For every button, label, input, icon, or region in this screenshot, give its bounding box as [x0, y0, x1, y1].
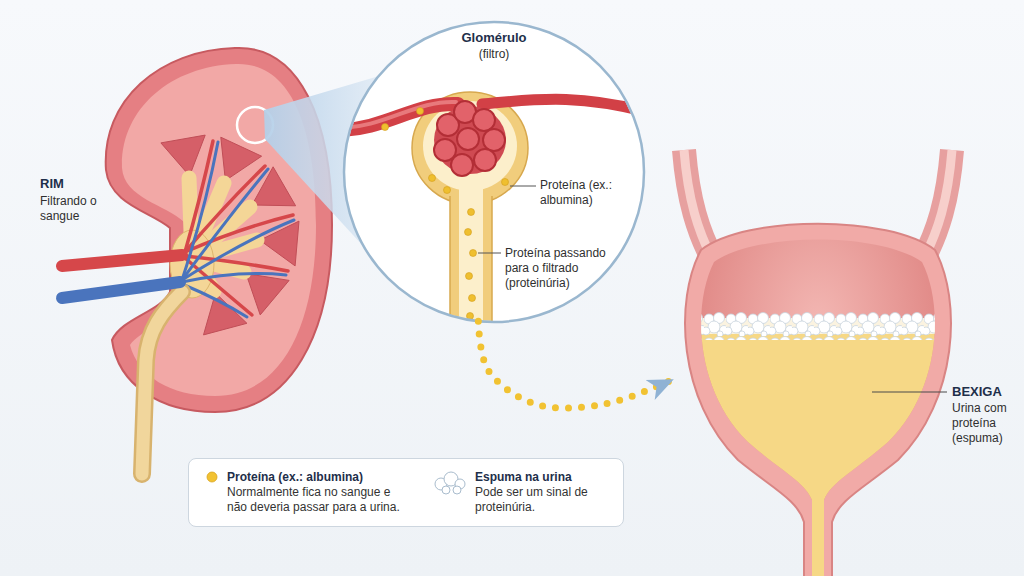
bladder-node: BEXIGAUrina com proteína (espuma): [672, 150, 1020, 576]
protein-dot: [468, 209, 475, 216]
renal-artery: [62, 255, 182, 266]
glomerulus-illustration: [338, 22, 655, 330]
capillary-loop: [483, 129, 505, 151]
legend-heading: Espuma na urina: [475, 469, 607, 485]
callout-label: Proteína passando para o filtrado (prote…: [505, 246, 615, 291]
capillary-loop: [434, 139, 456, 161]
legend-heading: Proteína (ex.: albumina): [227, 469, 407, 485]
legend-entry: Espuma na urinaPode ser um sinal de prot…: [433, 469, 607, 515]
magnifier-outline: [344, 22, 644, 322]
vein-branches: [182, 142, 294, 317]
urine: [680, 328, 960, 576]
protein-dot: [207, 472, 217, 482]
leader-line: [478, 253, 501, 254]
capsular-space: [423, 101, 517, 191]
connectors: [478, 321, 672, 408]
organ-name: RIM: [40, 176, 64, 192]
capillary-loop: [457, 128, 479, 150]
vein-branch: [182, 284, 247, 317]
structure-caption: (filtro): [479, 47, 510, 62]
bladder-contents: [680, 312, 960, 576]
protein-dot: [465, 229, 472, 236]
vein-branch: [182, 169, 268, 280]
dotted-arrow: [478, 321, 672, 408]
bladder-illustration: [680, 150, 960, 576]
renal-vein: [62, 282, 180, 298]
organ-name: BEXIGA: [952, 384, 1002, 400]
callout-label: Proteína (ex.: albumina): [540, 178, 636, 208]
legend-entry: Proteína (ex.: albumina)Normalmente fica…: [205, 469, 407, 515]
foam: [680, 312, 960, 340]
vein-branch: [182, 142, 218, 280]
protein-dot: [502, 179, 509, 186]
legend-description: Normalmente fica no sangue e não deveria…: [227, 485, 407, 515]
protein-dot: [470, 250, 477, 257]
kidney-node: RIM Filtrando o sangue: [30, 40, 342, 480]
bubble: [453, 486, 461, 494]
leader-line: [510, 186, 536, 187]
vein-branch: [182, 220, 294, 280]
legend-description: Pode ser um sinal de proteinúria.: [475, 485, 607, 515]
leader-line: [872, 391, 947, 392]
bubble: [442, 486, 450, 494]
ureter: [142, 292, 182, 474]
protein-dot: [466, 273, 473, 280]
tubule-wall: [449, 196, 451, 330]
capillary-loop: [474, 149, 496, 171]
structure-name: Glomérulo: [461, 30, 526, 46]
organ-caption: Filtrando o sangue: [40, 194, 104, 224]
vein-branch: [182, 274, 286, 282]
magnifier-ground: [344, 22, 644, 322]
protein-dot: [429, 175, 436, 182]
tubule-wall: [491, 196, 493, 330]
renal-pyramid: [161, 135, 205, 176]
protein-dot: [444, 187, 451, 194]
artery-branch: [185, 258, 252, 315]
protein-dot-symbol: [205, 469, 219, 485]
legend-text: Espuma na urinaPode ser um sinal de prot…: [475, 469, 607, 515]
capillary-loop: [473, 109, 495, 131]
protein-dot: [417, 108, 424, 115]
foam-symbol: [433, 469, 467, 495]
ureter-wall: [142, 292, 182, 474]
protein-dot: [469, 295, 476, 302]
tubule-lumen: [459, 180, 483, 330]
magnifier-circle: Glomérulo(filtro) Proteína (ex.: albumina…: [344, 22, 644, 322]
glomerulus-detail: [338, 92, 655, 330]
legend: Proteína (ex.: albumina)Normalmente fica…: [188, 458, 624, 527]
protein-dot: [382, 124, 389, 131]
protein-dots: [382, 108, 509, 320]
legend-text: Proteína (ex.: albumina)Normalmente fica…: [227, 469, 407, 515]
renal-pyramid: [246, 274, 289, 315]
capillary-loops: [434, 101, 505, 176]
organ-caption: Urina com proteína (espuma): [952, 401, 1016, 446]
